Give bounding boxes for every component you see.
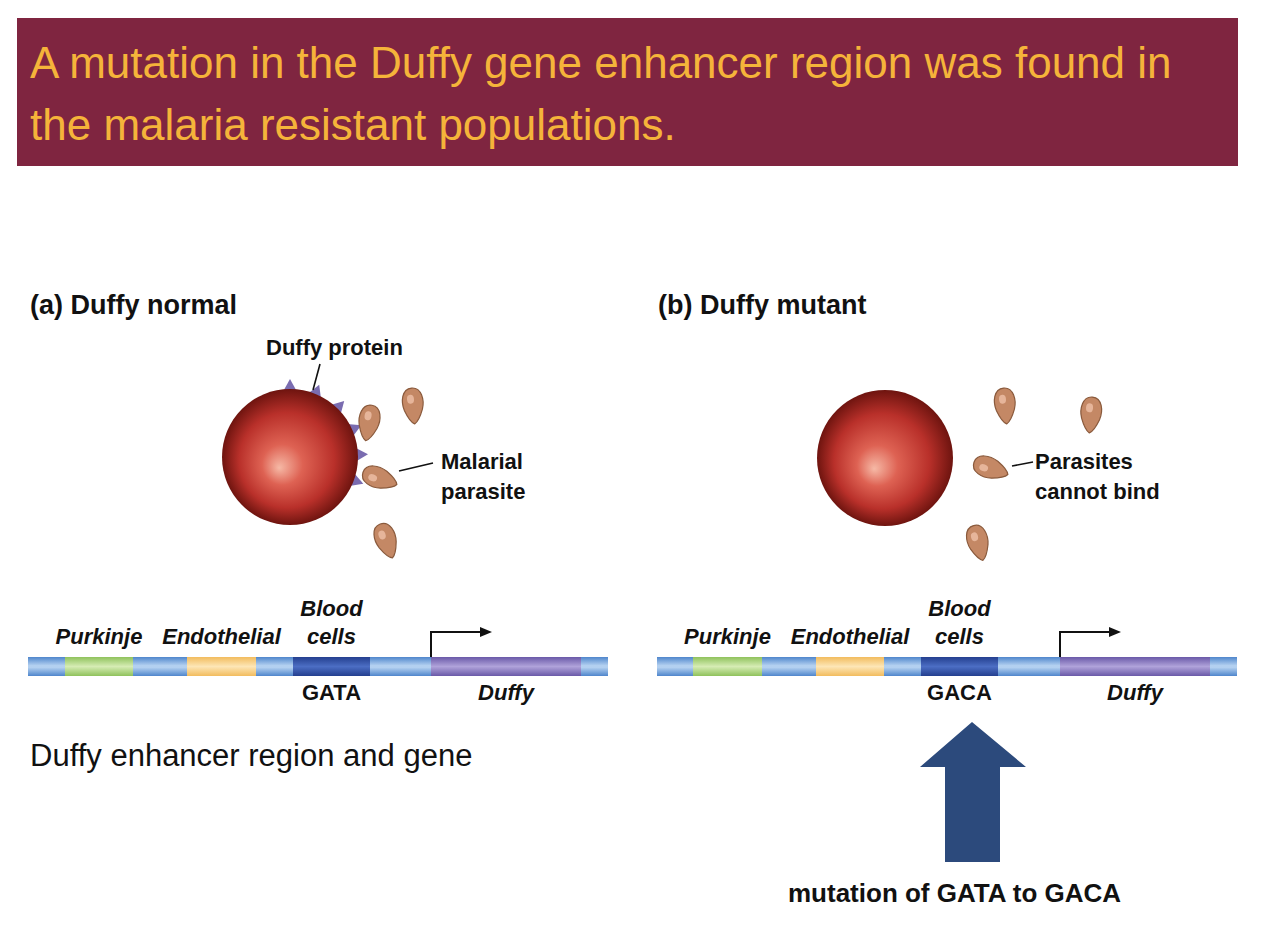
gene-region: Duffy <box>1060 657 1210 676</box>
region-label: Blood cells <box>927 595 993 651</box>
gene-region: Blood cellsGATA <box>293 657 370 676</box>
region-label: Blood cells <box>299 595 365 651</box>
parasite <box>360 463 401 495</box>
parasite <box>1079 396 1103 434</box>
promoter-arrowhead <box>480 627 492 637</box>
dna-strand <box>28 657 608 676</box>
parasite <box>964 523 993 563</box>
pointer-arrow <box>920 722 1026 862</box>
region-label: GATA <box>302 679 361 707</box>
promoter-arrowhead <box>1109 627 1121 637</box>
parasite <box>371 521 403 562</box>
gene-region: Purkinje <box>65 657 133 676</box>
annotation: Parasites cannot bind <box>1035 447 1200 507</box>
region-label: Endothelial <box>791 623 910 651</box>
region-label: Endothelial <box>162 623 281 651</box>
gene-region: Blood cellsGACA <box>921 657 998 676</box>
region-label: Purkinje <box>56 623 143 651</box>
parasite <box>993 387 1017 425</box>
region-label: Duffy <box>478 679 534 707</box>
leader-line <box>399 463 433 471</box>
gene-region: Purkinje <box>693 657 762 676</box>
promoter-arrow <box>1060 632 1111 657</box>
parasite <box>401 387 425 425</box>
region-label: Purkinje <box>684 623 771 651</box>
promoter-arrow <box>431 632 482 657</box>
dna-strand <box>657 657 1237 676</box>
panel-heading: (a) Duffy normal <box>30 288 237 322</box>
panel-heading: (b) Duffy mutant <box>658 288 866 322</box>
annotation: Duffy protein <box>266 334 403 362</box>
annotation: Malarial parasite <box>441 447 559 507</box>
annotation: Duffy enhancer region and gene <box>30 736 472 775</box>
gene-region: Endothelial <box>816 657 884 676</box>
gene-region: Endothelial <box>187 657 256 676</box>
leader-line <box>1012 462 1033 466</box>
annotation: mutation of GATA to GACA <box>788 877 1121 910</box>
region-label: Duffy <box>1107 679 1163 707</box>
leader-line <box>313 364 320 390</box>
parasite <box>971 453 1012 485</box>
title-banner: A mutation in the Duffy gene enhancer re… <box>17 18 1238 166</box>
red-blood-cell <box>222 389 358 525</box>
red-blood-cell <box>817 390 953 526</box>
gene-region: Duffy <box>431 657 581 676</box>
region-label: GACA <box>927 679 992 707</box>
parasite <box>356 403 382 442</box>
slide-title: A mutation in the Duffy gene enhancer re… <box>30 32 1230 156</box>
